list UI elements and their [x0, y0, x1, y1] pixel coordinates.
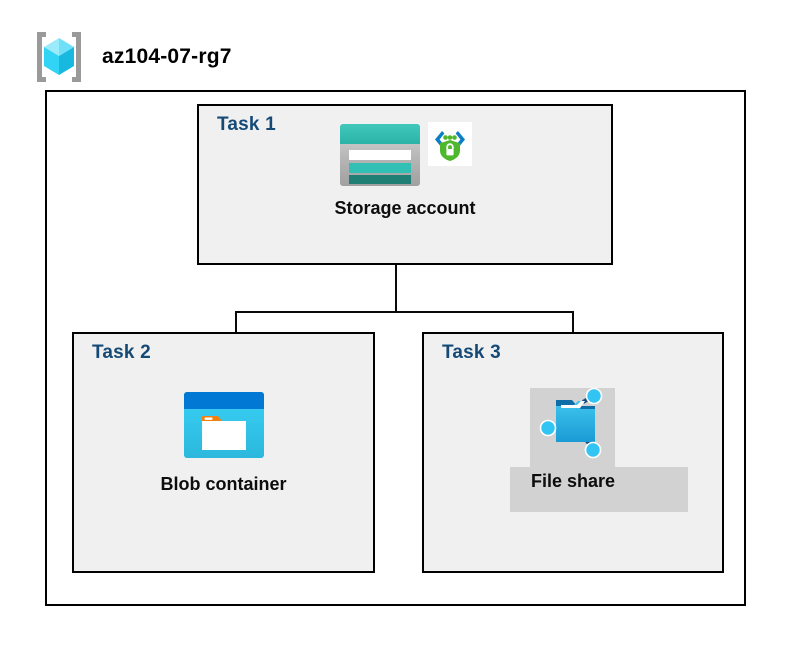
- task-3-label: Task 3: [442, 342, 501, 363]
- blob-container-icon: [182, 390, 266, 460]
- resource-group-header: az104-07-rg7: [30, 28, 232, 86]
- task-2-label: Task 2: [92, 342, 151, 363]
- file-share-node[interactable]: File share: [422, 387, 724, 492]
- connector-storage-to-bus: [395, 233, 397, 313]
- storage-account-icon-row: [338, 122, 472, 194]
- blob-container-node[interactable]: Blob container: [72, 390, 375, 495]
- resource-group-title: az104-07-rg7: [102, 45, 232, 68]
- storage-account-caption: Storage account: [334, 198, 476, 218]
- file-share-label-backdrop: [510, 467, 688, 512]
- blob-container-caption: Blob container: [160, 474, 287, 494]
- secure-endpoint-shield-icon: [428, 122, 472, 166]
- resource-group-icon: [30, 28, 88, 86]
- file-share-icon: [534, 387, 612, 460]
- file-share-caption: File share: [530, 471, 616, 491]
- storage-account-icon: [338, 122, 422, 188]
- connector-distribution-bus: [235, 311, 574, 313]
- storage-account-node[interactable]: Storage account: [197, 122, 613, 219]
- task-1-label: Task 1: [217, 114, 276, 135]
